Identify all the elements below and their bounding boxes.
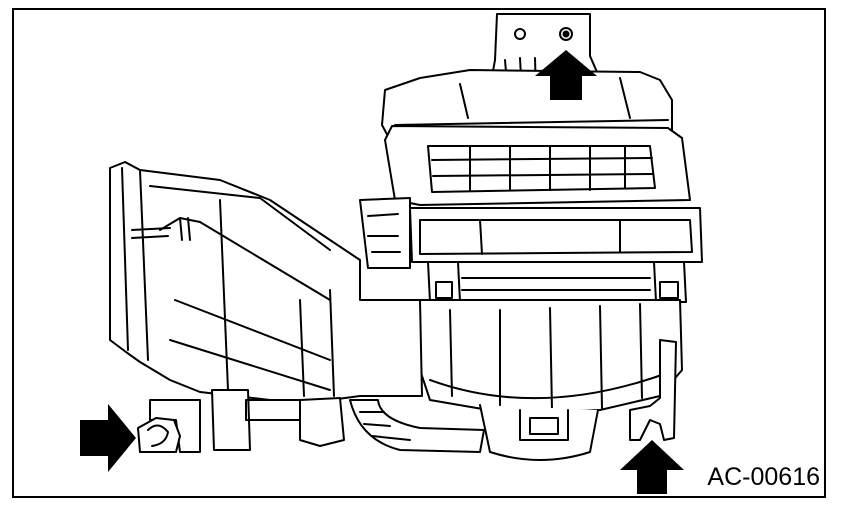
figure-code-label: AC-00616	[707, 463, 820, 491]
right-lower-bracket	[629, 339, 677, 441]
drain-hose	[349, 399, 485, 453]
arrow-right-left-bracket	[80, 404, 136, 472]
intake-duct	[109, 161, 423, 401]
upper-housing	[381, 69, 691, 206]
blower-housing	[419, 299, 683, 461]
arrow-up-bottom-right-bracket	[620, 440, 684, 494]
arrow-up-top-bracket	[535, 50, 597, 100]
latch-clips	[427, 261, 687, 303]
lower-left-support	[137, 389, 345, 453]
filter-rail	[359, 197, 703, 269]
